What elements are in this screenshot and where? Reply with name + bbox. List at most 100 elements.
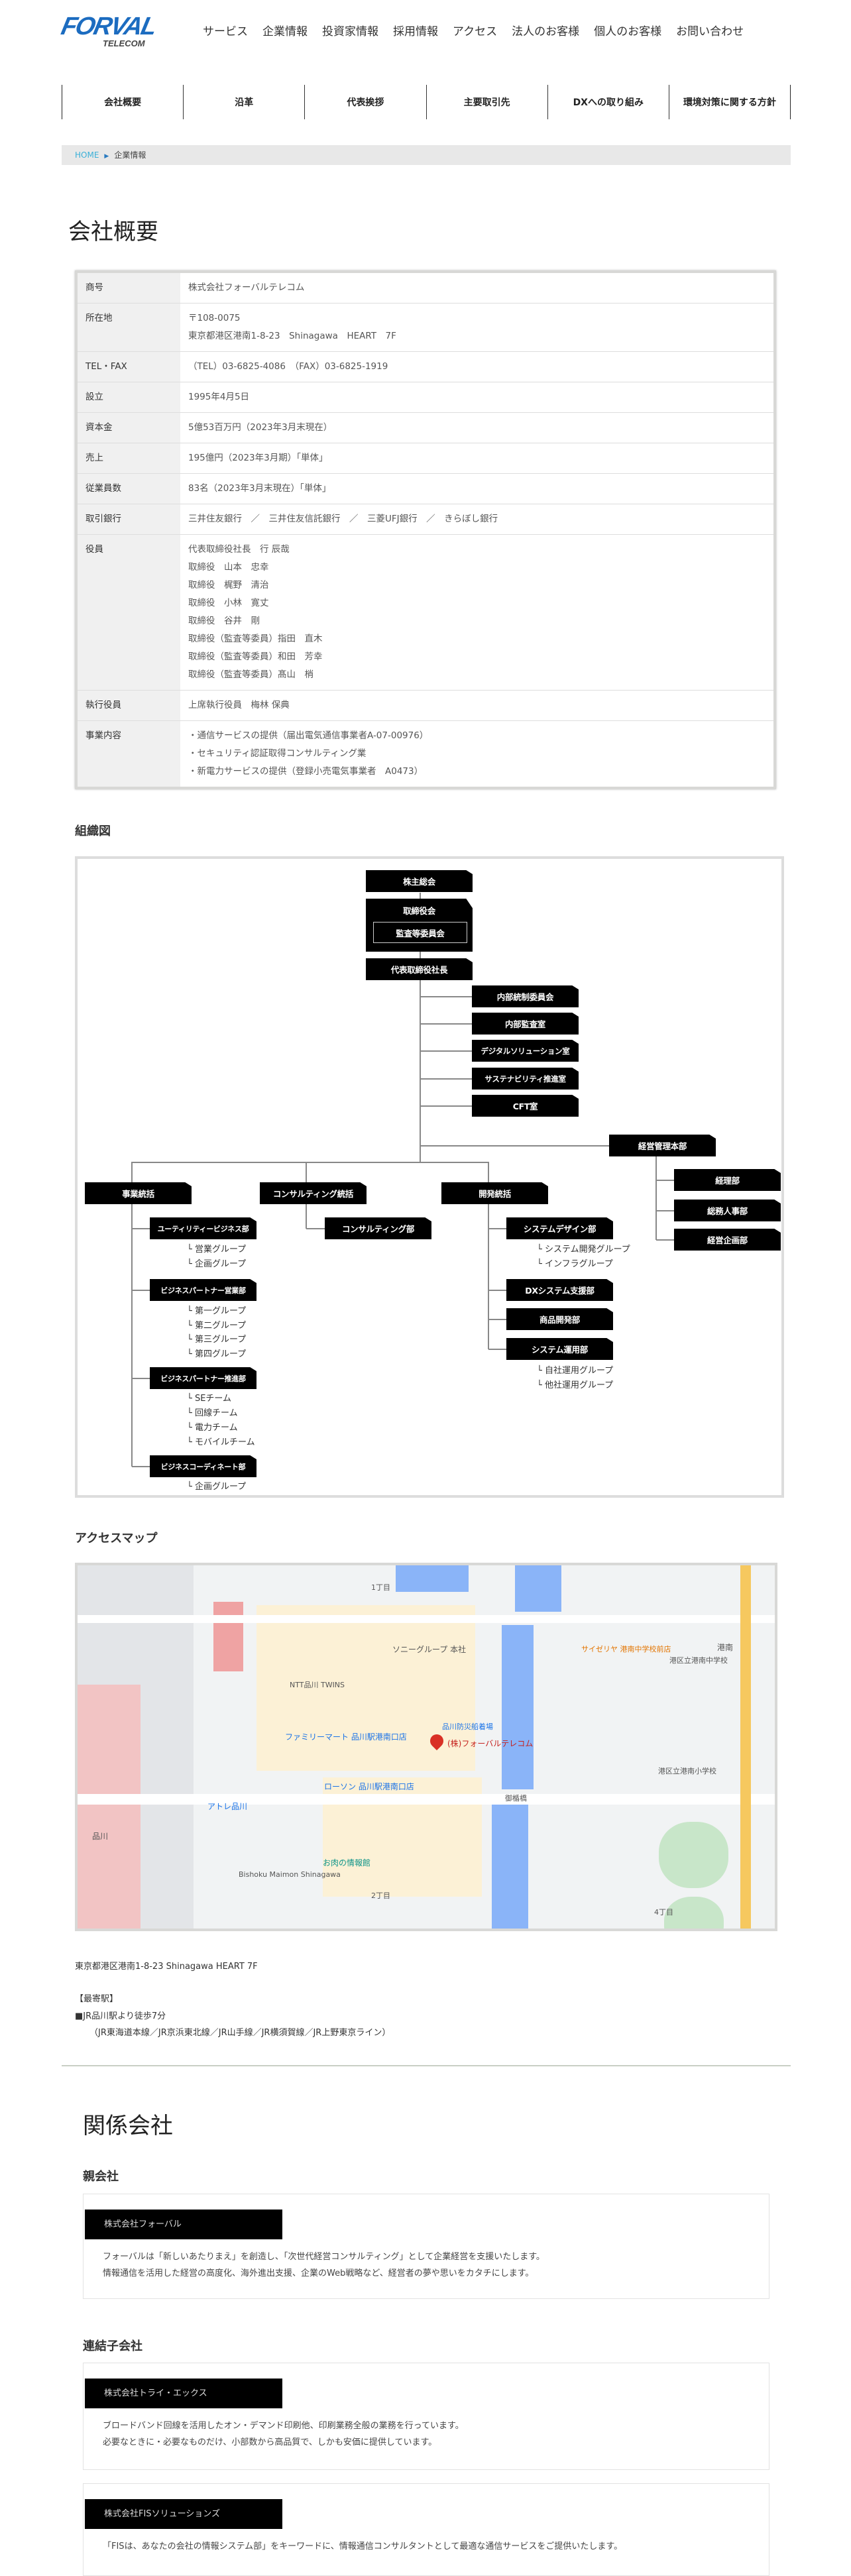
org-dept: システム運用部 — [506, 1338, 613, 1360]
map-label: Bishoku Maimon Shinagawa — [239, 1870, 341, 1879]
value-line: 取締役（監査等委員）指田 直木 — [188, 634, 323, 644]
table-row: TEL・FAX（TEL）03-6825-4086 （FAX）03-6825-19… — [78, 352, 773, 382]
org-group: └ 企画グループ — [187, 1259, 247, 1269]
connector-line — [132, 1378, 150, 1379]
nav-services[interactable]: サービス — [203, 25, 248, 38]
org-dept: コンサルティング部 — [325, 1217, 431, 1239]
access-map[interactable]: (株)フォーバルテレコム ソニーグループ 本社 NTT品川 TWINS 品川防災… — [75, 1563, 777, 1931]
org-admin-dept: 経理部 — [674, 1169, 781, 1191]
row-value: 三井住友銀行 ／ 三井住友信託銀行 ／ 三菱UFJ銀行 ／ きらぼし銀行 — [180, 504, 773, 534]
row-label: 役員 — [78, 535, 180, 690]
company-name: 株式会社トライ・エックス — [85, 2379, 282, 2408]
row-value: 1995年4月5日 — [180, 382, 773, 412]
value-line: ・通信サービスの提供（届出電気通信事業者A-07-00976） — [188, 730, 429, 741]
row-value: 株式会社フォーバルテレコム — [180, 273, 773, 303]
org-admin-dept: 総務人事部 — [674, 1200, 781, 1221]
map-label: 品川防災船着場 — [442, 1722, 493, 1731]
value-line: 取締役（監査等委員）髙山 梢 — [188, 669, 313, 680]
connector-line — [656, 1210, 674, 1211]
map-label: ファミリーマート 品川駅港南口店 — [285, 1732, 407, 1742]
row-label: 事業内容 — [78, 721, 180, 787]
company-name: 株式会社フォーバル — [85, 2210, 282, 2239]
row-label: 従業員数 — [78, 474, 180, 504]
nav-personal-customers[interactable]: 個人のお客様 — [594, 25, 662, 38]
org-dept: 商品開発部 — [506, 1308, 613, 1330]
nav-contact[interactable]: お問い合わせ — [676, 25, 744, 38]
org-group: └ インフラグループ — [537, 1259, 613, 1269]
connector-line — [420, 1050, 472, 1052]
org-staff-dept: デジタルソリューション室 — [472, 1040, 579, 1062]
subnav-environment[interactable]: 環境対策に関する方針 — [683, 97, 776, 108]
value-line: 195億円（2023年3月期）「単体」 — [188, 453, 328, 463]
org-staff-dept: サステナビリティ推進室 — [472, 1068, 579, 1090]
connector-line — [488, 1162, 489, 1349]
map-label: 2丁目 — [371, 1891, 390, 1900]
row-label: 設立 — [78, 382, 180, 412]
value-line: 取締役（監査等委員）和田 芳幸 — [188, 651, 323, 662]
value-line: 株式会社フォーバルテレコム — [188, 282, 305, 293]
subnav-dx[interactable]: DXへの取り組み — [548, 85, 669, 119]
row-value: 195億円（2023年3月期）「単体」 — [180, 443, 773, 473]
row-value: ・通信サービスの提供（届出電気通信事業者A-07-00976） ・セキュリティ認証… — [180, 721, 773, 787]
value-line: ・セキュリティ認証取得コンサルティング業 — [188, 748, 367, 759]
river — [502, 1625, 534, 1789]
org-staff-dept: CFT室 — [472, 1095, 579, 1117]
connector-line — [655, 1156, 657, 1240]
org-group: └ 自社運用グループ — [537, 1366, 614, 1376]
platform-area — [213, 1602, 243, 1671]
connector-line — [488, 1319, 506, 1320]
connector-line — [656, 1180, 674, 1181]
nav-investors[interactable]: 投資家情報 — [322, 25, 378, 38]
org-audit-committee: 監査等委員会 — [373, 922, 467, 943]
connector-line — [488, 1349, 506, 1350]
map-label: NTT品川 TWINS — [290, 1681, 345, 1689]
road — [78, 1794, 775, 1805]
nav-business-customers[interactable]: 法人のお客様 — [512, 25, 580, 38]
nav-company[interactable]: 企業情報 — [262, 25, 308, 38]
table-row: 商号株式会社フォーバルテレコム — [78, 273, 773, 304]
map-label: アトレ品川 — [207, 1802, 248, 1811]
org-group: └ 第四グループ — [187, 1349, 247, 1359]
connector-line — [131, 1162, 133, 1467]
highway — [740, 1565, 751, 1929]
connector-line — [132, 1290, 150, 1291]
station-area — [78, 1685, 141, 1929]
value-line: 東京都港区港南1-8-23 Shinagawa HEART 7F — [188, 331, 396, 341]
org-chart-heading: 組織図 — [75, 824, 111, 838]
parent-company-heading: 親会社 — [83, 2170, 119, 2184]
connector-line — [420, 893, 421, 1162]
org-group: └ 電力チーム — [187, 1423, 238, 1433]
subnav-message[interactable]: 代表挨拶 — [305, 85, 427, 119]
breadcrumb: HOME▶企業情報 — [62, 145, 791, 165]
value-line: ・新電力サービスの提供（登録小売電気事業者 A0473） — [188, 766, 424, 777]
breadcrumb-home[interactable]: HOME — [75, 150, 99, 160]
subnav-overview[interactable]: 会社概要 — [62, 85, 184, 119]
subsidiaries-heading: 連結子会社 — [83, 2339, 142, 2353]
map-label: 4丁目 — [654, 1908, 673, 1917]
org-dev-division: 開発統括 — [441, 1182, 548, 1204]
map-label: ローソン 品川駅港南口店 — [324, 1782, 414, 1791]
org-dept: ユーティリティービジネス部 — [150, 1217, 256, 1239]
org-group: └ 回線チーム — [187, 1408, 238, 1418]
company-name: 株式会社FISソリューションズ — [85, 2499, 282, 2529]
nav-access[interactable]: アクセス — [453, 25, 498, 38]
org-group: └ 企画グループ — [187, 1482, 247, 1492]
connector-line — [656, 1239, 674, 1241]
connector-line — [131, 1162, 489, 1163]
map-label: 港区立港南小学校 — [658, 1767, 716, 1775]
main-nav: サービス 企業情報 投資家情報 採用情報 アクセス 法人のお客様 個人のお客様 … — [203, 22, 744, 38]
org-staff-dept: 内部統制委員会 — [472, 985, 579, 1007]
subnav-clients[interactable]: 主要取引先 — [427, 85, 548, 119]
value-line: 〒108-0075 — [188, 313, 241, 323]
row-value: 代表取締役社長 行 辰哉取締役 山本 忠幸取締役 梶野 清治取締役 小林 寛丈取… — [180, 535, 773, 690]
forval-telecom-logo[interactable]: FORVAL TELECOM — [59, 13, 164, 50]
company-desc: 必要なときに・必要なものだけ、小部数から高品質で、しかも安価に提供しています。 — [103, 2437, 437, 2447]
connector-line — [132, 1466, 150, 1467]
nav-recruit[interactable]: 採用情報 — [393, 25, 438, 38]
subnav-history[interactable]: 沿革 — [184, 85, 306, 119]
map-label: ソニーグループ 本社 — [392, 1645, 467, 1654]
access-map-heading: アクセスマップ — [75, 1532, 158, 1545]
company-card: 株式会社フォーバル フォーバルは「新しいあたりまえ」を創造し、「次世代経営コンサ… — [83, 2194, 769, 2299]
